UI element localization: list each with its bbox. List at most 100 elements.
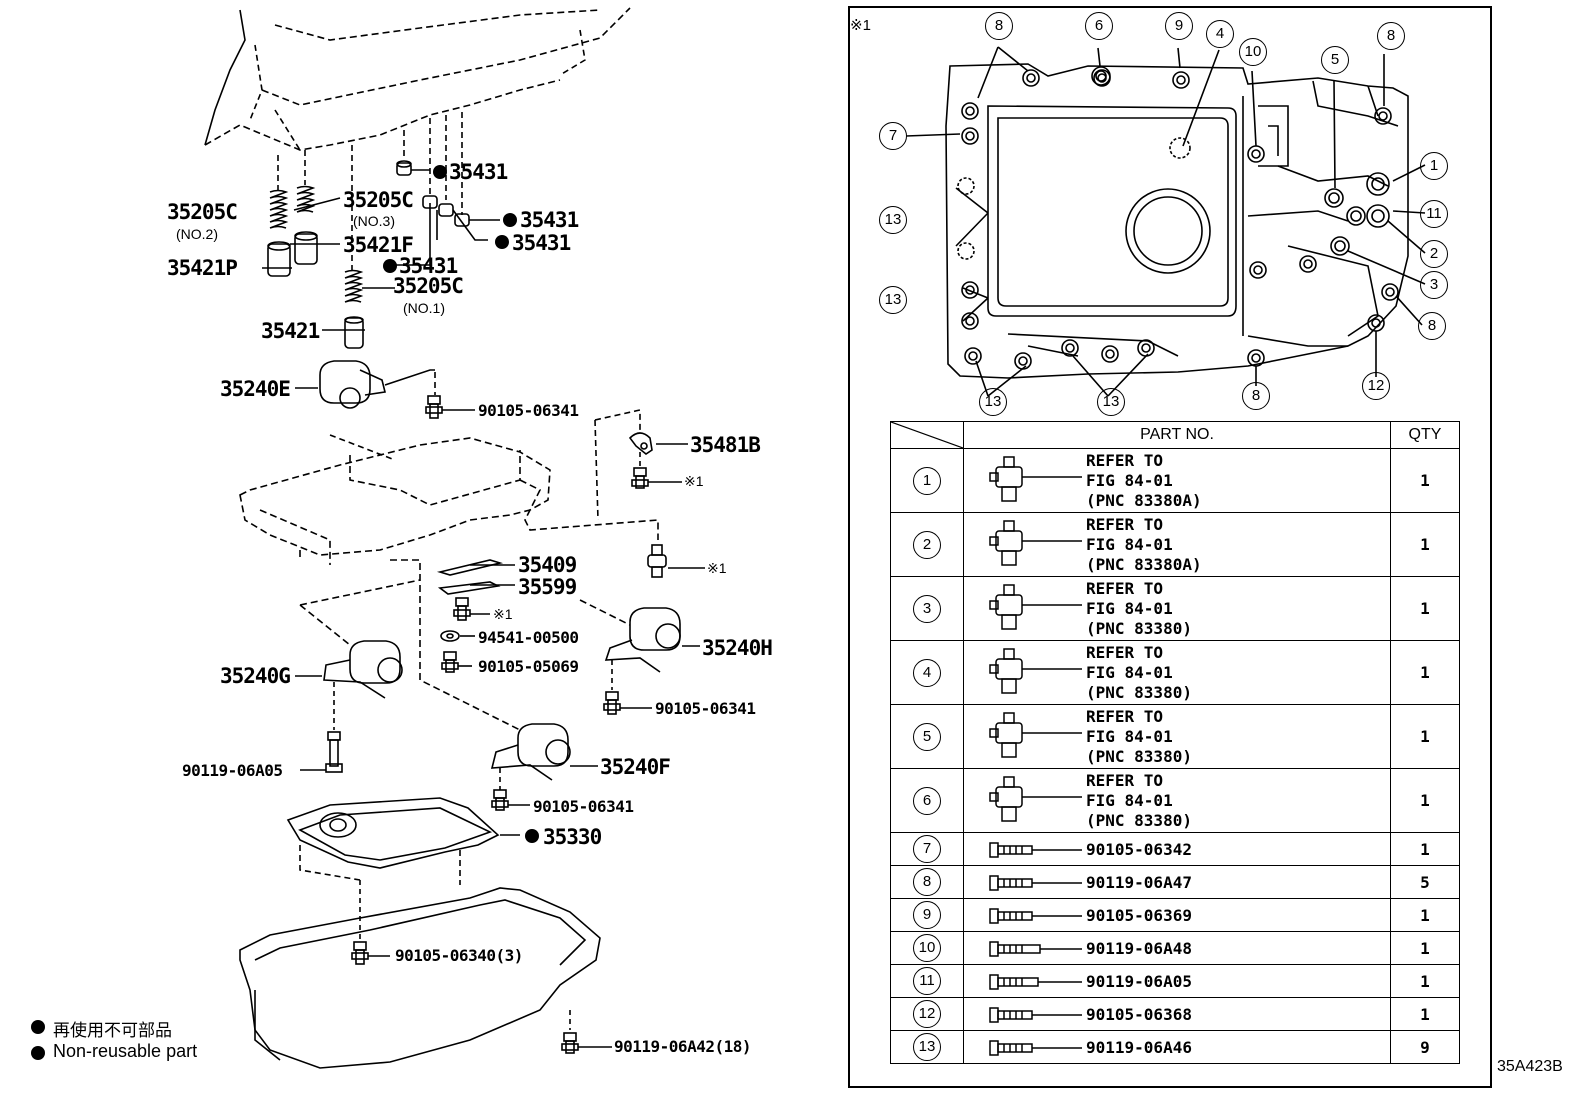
ref-line2: FIG 84-01 — [1086, 727, 1173, 746]
callout-3: 3 — [1420, 271, 1448, 299]
ref-line1: REFER TO — [1086, 771, 1164, 790]
ref-line3: (PNC 83380A) — [1086, 555, 1202, 574]
bolt-part-no: 90119-06A48 — [1086, 939, 1192, 958]
ref-line2: FIG 84-01 — [1086, 791, 1173, 810]
row-num: 4 — [913, 658, 941, 687]
row-qty: 1 — [1390, 448, 1460, 513]
plate-35409-icon — [436, 559, 504, 576]
bolt-f-icon — [491, 789, 509, 811]
label-plunger: 35421 — [261, 319, 320, 343]
callout-8-right: 8 — [1377, 22, 1405, 50]
sensor-icon — [989, 520, 1082, 566]
label-bolt-05069: 90105-05069 — [478, 657, 579, 676]
row-num: 5 — [913, 722, 941, 751]
label-bolt-g: 90119-06A05 — [182, 761, 283, 780]
sensor-icon — [989, 456, 1082, 502]
solenoid-35240G-icon — [323, 640, 403, 699]
row-num: 10 — [913, 934, 941, 962]
sensor-icon — [989, 648, 1082, 694]
bolt-icon — [989, 842, 1082, 858]
callout-6: 6 — [1085, 12, 1113, 40]
row-qty: 1 — [1390, 512, 1460, 577]
row-num: 12 — [913, 1000, 941, 1028]
bolt-part-no: 90119-06A47 — [1086, 873, 1192, 892]
ref-line1: REFER TO — [1086, 643, 1164, 662]
ref-line3: (PNC 83380) — [1086, 747, 1192, 766]
bolt-part-no: 90105-06342 — [1086, 840, 1192, 859]
valve-body-detail-drawing — [905, 46, 1426, 397]
callout-9: 9 — [1165, 12, 1193, 40]
label-sol-e: 35240E — [220, 377, 291, 401]
label-spring-no1: 35205C — [393, 274, 464, 298]
label-spring-no2-sub: (NO.2) — [176, 226, 218, 242]
row-num: 11 — [913, 967, 941, 995]
sensor-icon — [989, 776, 1082, 822]
row-qty: 1 — [1390, 704, 1460, 769]
table-corner — [890, 421, 964, 449]
callout-1: 1 — [1420, 152, 1448, 180]
non-reusable-dots — [31, 165, 539, 1060]
bolt-05069-icon — [441, 651, 459, 673]
oil-pan-icon — [239, 887, 601, 1069]
ref-line3: (PNC 83380) — [1086, 683, 1192, 702]
bolt-icon — [989, 1040, 1082, 1056]
label-plate2: 35599 — [518, 575, 577, 599]
ref-line3: (PNC 83380A) — [1086, 491, 1202, 510]
bolt-part-no: 90105-06369 — [1086, 906, 1192, 925]
plunger-35421F-icon — [294, 231, 318, 265]
sensor-icon — [989, 712, 1082, 758]
ref-line2: FIG 84-01 — [1086, 663, 1173, 682]
bolt-icon — [989, 908, 1082, 924]
callout-5: 5 — [1321, 46, 1349, 74]
ref-line2: FIG 84-01 — [1086, 535, 1173, 554]
ref-line2: FIG 84-01 — [1086, 599, 1173, 618]
label-clamp: 35481B — [690, 433, 761, 457]
row-qty: 1 — [1390, 997, 1460, 1031]
ref-line3: (PNC 83380) — [1086, 811, 1192, 830]
clamp-35481B-icon — [628, 432, 653, 455]
label-bolt-e: 90105-06341 — [478, 401, 579, 420]
washer-icon — [440, 630, 460, 642]
sensor-icon — [989, 584, 1082, 630]
label-sol-h: 35240H — [702, 636, 773, 660]
label-spring-no3-sub: (NO.3) — [353, 213, 395, 229]
spring-no2-icon — [269, 189, 289, 229]
bolt-pan-icon — [561, 1032, 579, 1054]
callout-12: 12 — [1362, 372, 1390, 400]
callout-13-a: 13 — [879, 206, 907, 234]
table-row: 13 90119-06A46 9 — [890, 1030, 1460, 1064]
row-qty: 1 — [1390, 768, 1460, 833]
label-spring-no1-sub: (NO.1) — [403, 300, 445, 316]
row-qty: 9 — [1390, 1030, 1460, 1064]
diagram-code: 35A423B — [1497, 1058, 1563, 1075]
corner-diagonal-icon — [891, 422, 963, 448]
spring-no3-icon — [296, 185, 316, 213]
plate-35599-icon — [437, 581, 501, 595]
row-num: 8 — [913, 868, 941, 896]
ref-line1: REFER TO — [1086, 451, 1164, 470]
label-ball-b: 35431 — [520, 208, 579, 232]
plunger-35421-icon — [344, 316, 364, 349]
bolt-icon — [989, 1007, 1082, 1023]
bolt-e-icon — [425, 395, 443, 419]
label-clamp-bolt-mark: ※1 — [684, 473, 704, 489]
callout-7: 7 — [879, 122, 907, 150]
label-ball-c: 35431 — [512, 231, 571, 255]
row-num: 6 — [913, 786, 941, 815]
label-strainer: 35330 — [543, 825, 602, 849]
row-num: 7 — [913, 835, 941, 863]
bolt-clamp-icon — [631, 467, 649, 489]
ref-line2: FIG 84-01 — [1086, 471, 1173, 490]
label-sensor-mark: ※1 — [707, 560, 727, 576]
callout-11: 11 — [1420, 200, 1448, 228]
bolt-part-no: 90119-06A46 — [1086, 1038, 1192, 1057]
bolt-icon — [989, 941, 1082, 957]
callout-13-d: 13 — [1097, 388, 1125, 416]
